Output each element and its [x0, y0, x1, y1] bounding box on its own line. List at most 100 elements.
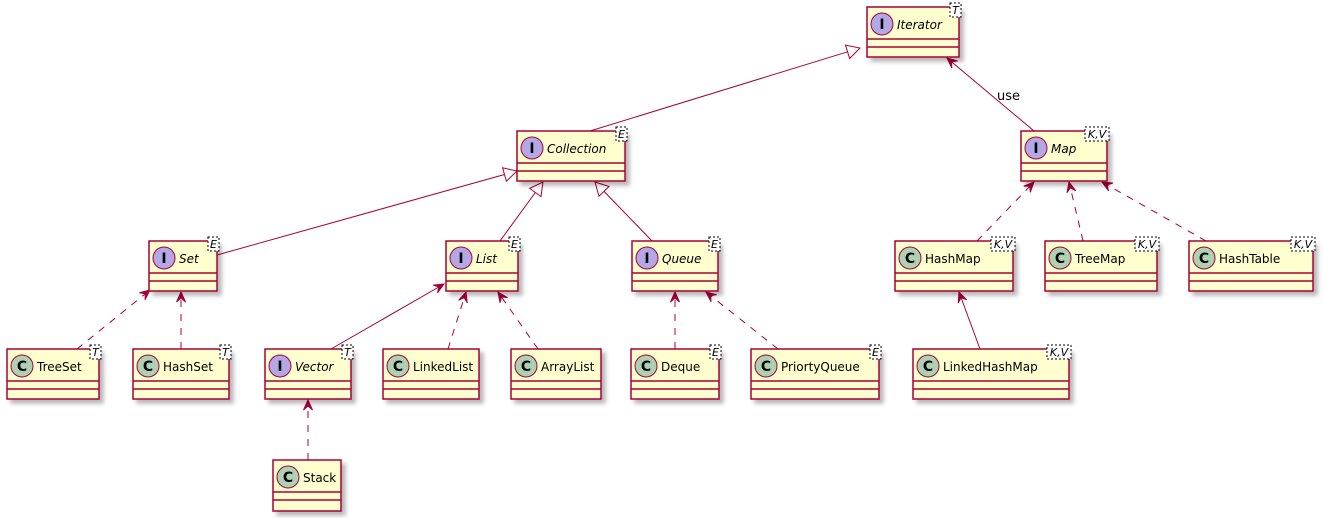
inheritance-arrowhead [528, 181, 544, 198]
node-name: LinkedHashMap [943, 360, 1038, 374]
arrowhead [303, 398, 313, 411]
edge-line [948, 58, 1035, 132]
arrowhead [946, 57, 958, 69]
generic-param: K,V [1088, 128, 1108, 141]
edge-line [959, 293, 981, 350]
stereotype-letter: C [17, 359, 27, 375]
arrowhead [176, 290, 186, 303]
stereotype-letter: C [393, 359, 403, 375]
class-icon [514, 354, 538, 378]
arrowhead [1066, 180, 1077, 194]
edge-vector-to-list [330, 283, 446, 350]
edge-line [1103, 182, 1207, 242]
generic-param: E [618, 128, 625, 141]
stereotype-letter: C [641, 359, 651, 375]
stereotype-letter: I [529, 141, 534, 157]
edge-line [499, 192, 536, 242]
generic-param-box [708, 236, 721, 252]
node-box [912, 348, 1070, 400]
generic-param-box [869, 344, 882, 360]
edge-stack-to-vector [303, 398, 313, 460]
generic-param-box [219, 344, 232, 360]
generic-param-box [207, 236, 220, 252]
inheritance-arrowhead [594, 181, 611, 198]
generic-param-box [1046, 344, 1072, 360]
generic-param: E [711, 238, 718, 251]
edge-line [447, 293, 466, 350]
edge-line [603, 191, 653, 242]
arrowhead [957, 290, 968, 304]
edge-line [707, 292, 779, 350]
arrowhead [497, 291, 508, 303]
stereotype-letter: I [458, 251, 463, 267]
class-icon [136, 354, 160, 378]
edge-treeset-to-set [76, 289, 151, 350]
node-name: Stack [303, 471, 336, 485]
generic-param-box [89, 344, 102, 360]
edge-hashtable-to-map [1100, 181, 1207, 242]
stereotype-letter: C [905, 251, 915, 267]
node-name: Set [179, 252, 200, 266]
node-name: HashMap [925, 252, 981, 266]
class-icon [898, 246, 922, 270]
arrowhead [139, 289, 151, 301]
generic-param-box [1084, 126, 1110, 142]
generic-param: K,V [1138, 238, 1158, 251]
generic-param-box [709, 344, 722, 360]
inheritance-arrowhead [501, 167, 519, 183]
interface-icon [520, 136, 544, 160]
node-deque[interactable]: C Deque E [630, 344, 722, 400]
edge-queue-to-collection [594, 181, 653, 242]
stereotype-letter: I [644, 251, 649, 267]
node-collection[interactable]: I Collection E [516, 126, 628, 182]
node-name: Deque [661, 360, 700, 374]
node-name: Iterator [897, 18, 943, 32]
edge-line [1068, 183, 1084, 242]
edge-line [76, 290, 149, 350]
arrowhead [432, 283, 446, 294]
generic-param: T [92, 346, 100, 359]
stereotype-letter: C [143, 359, 153, 375]
edge-arraylist-to-list [497, 291, 539, 350]
generic-param: T [344, 346, 352, 359]
class-icon [386, 354, 410, 378]
node-name: HashSet [163, 360, 213, 374]
stereotype-letter: C [923, 359, 933, 375]
node-name: Collection [547, 142, 606, 156]
interface-icon [449, 246, 473, 270]
generic-param-box [1290, 236, 1316, 252]
node-name: HashTable [1219, 252, 1280, 266]
generic-param: E [511, 238, 518, 251]
arrowhead [670, 290, 680, 303]
interface-icon [1024, 136, 1048, 160]
generic-param: E [712, 346, 719, 359]
edge-line [498, 293, 539, 350]
generic-param-box [615, 126, 628, 142]
arrowhead [1100, 181, 1114, 192]
generic-param-box [508, 236, 521, 252]
stereotype-letter: I [161, 251, 166, 267]
edge-linkedlist-to-list [447, 290, 468, 350]
stereotype-letter: I [1033, 141, 1038, 157]
edge-line [330, 284, 443, 350]
arrowhead [458, 290, 468, 304]
